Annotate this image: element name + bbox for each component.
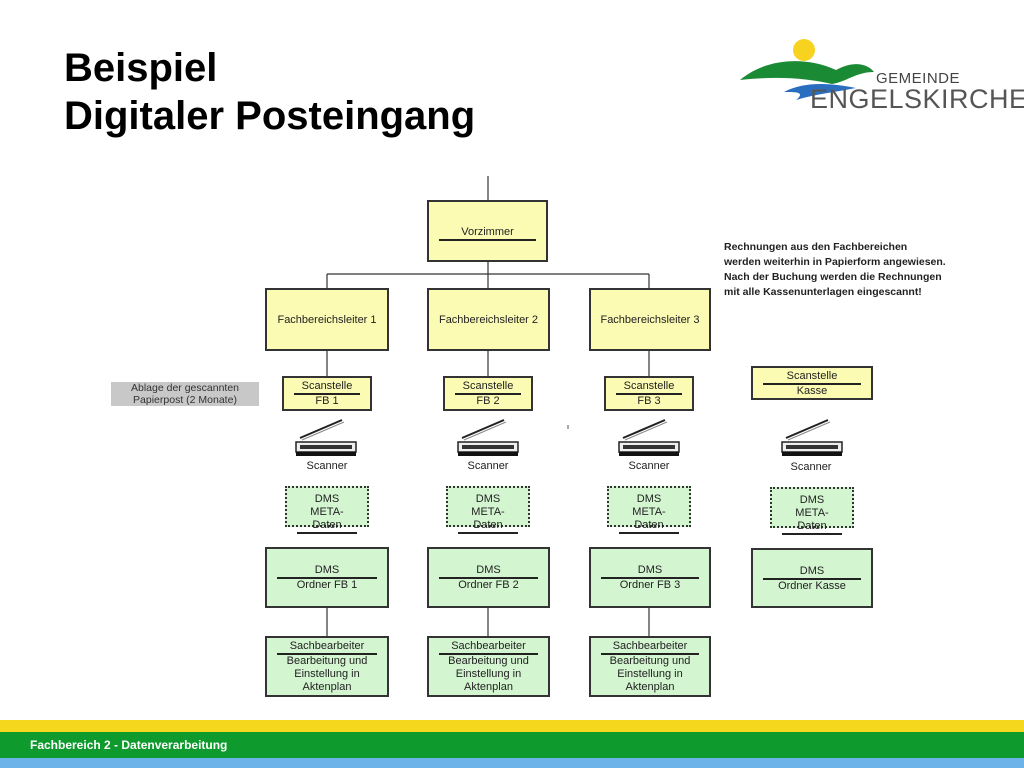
dms-ordner-kasse-box: DMS Ordner Kasse [751, 548, 873, 608]
sachbearbeiter-2-line4: Aktenplan [464, 681, 513, 693]
sachbearbeiter-2-line1: Sachbearbeiter [439, 640, 538, 655]
scanstelle-fb1-line1: Scanstelle [294, 380, 360, 395]
scanner-icon [295, 419, 357, 456]
gemeinde-logo [740, 39, 874, 100]
scanner-icon [781, 419, 843, 456]
connector-lines [326, 176, 650, 636]
sachbearbeiter-3-line4: Aktenplan [625, 681, 675, 693]
footer-blue-band [0, 758, 1024, 768]
scanstelle-fb1-box: Scanstelle FB 1 [282, 376, 372, 411]
fachbereichsleiter-3-box: Fachbereichsleiter 3 [589, 288, 711, 351]
footer-text: Fachbereich 2 - Datenverarbeitung [30, 738, 228, 752]
dms-ordner-2-line2: Ordner FB 2 [458, 579, 519, 591]
scanner-label-3: Scanner [628, 460, 670, 472]
fachbereichsleiter-1-label: Fachbereichsleiter 1 [277, 314, 377, 326]
dms-ordner-kasse-line1: DMS [763, 565, 861, 580]
footer-yellow-band [0, 720, 1024, 732]
dms-ordner-2-line1: DMS [439, 564, 538, 579]
sachbearbeiter-2-line3: Einstellung in [455, 668, 522, 680]
sachbearbeiter-3-line1: Sachbearbeiter [601, 640, 699, 655]
sachbearbeiter-1-line1: Sachbearbeiter [277, 640, 377, 655]
sachbearbeiter-3-line2: Bearbeitung und [609, 655, 691, 667]
dms-meta-2-line2: META-Daten [458, 506, 518, 534]
scanstelle-kasse-line1: Scanstelle [763, 370, 861, 385]
dms-meta-kasse-box: DMS META-Daten [770, 487, 854, 535]
dms-ordner-3-box: DMS Ordner FB 3 [589, 547, 711, 608]
scanstelle-fb3-line1: Scanstelle [616, 380, 682, 395]
scanner-label-2: Scanner [467, 460, 509, 472]
logo-text-engelskirchen: ENGELSKIRCHEN [810, 84, 1024, 114]
scanner-icon [618, 419, 680, 456]
dms-meta-2-box: DMS META-Daten [446, 486, 530, 534]
fachbereichsleiter-1-box: Fachbereichsleiter 1 [265, 288, 389, 351]
sachbearbeiter-1-line3: Einstellung in [294, 668, 360, 680]
scanner-label-kasse: Scanner [790, 461, 832, 473]
scanstelle-fb3-line2: FB 3 [637, 395, 661, 407]
fachbereichsleiter-2-label: Fachbereichsleiter 2 [438, 314, 539, 326]
dms-ordner-3-line1: DMS [601, 564, 699, 579]
sachbearbeiter-3-box: Sachbearbeiter Bearbeitung und Einstellu… [589, 636, 711, 697]
page-title: Beispiel Digitaler Posteingang [64, 44, 475, 140]
dms-meta-1-box: DMS META-Daten [285, 486, 369, 534]
dms-meta-3-line2: META-Daten [619, 506, 679, 534]
title-line-2: Digitaler Posteingang [64, 94, 476, 138]
scanstelle-kasse-line2: Kasse [796, 385, 828, 397]
title-line-1: Beispiel [64, 46, 218, 90]
dms-meta-2-line1: DMS [475, 493, 501, 505]
sachbearbeiter-1-line2: Bearbeitung und [286, 655, 368, 667]
scanstelle-fb1-line2: FB 1 [315, 395, 339, 407]
dms-meta-1-line1: DMS [314, 493, 340, 505]
sachbearbeiter-1-box: Sachbearbeiter Bearbeitung und Einstellu… [265, 636, 389, 697]
dms-ordner-1-line1: DMS [277, 564, 377, 579]
dms-ordner-1-line2: Ordner FB 1 [296, 579, 358, 591]
scanstelle-fb2-line2: FB 2 [476, 395, 500, 407]
sachbearbeiter-2-box: Sachbearbeiter Bearbeitung und Einstellu… [427, 636, 550, 697]
dms-meta-3-box: DMS META-Daten [607, 486, 691, 534]
sachbearbeiter-3-line3: Einstellung in [617, 668, 683, 680]
scanstelle-fb2-line1: Scanstelle [455, 380, 521, 395]
logo-sun-icon [793, 39, 815, 61]
dms-ordner-3-line2: Ordner FB 3 [619, 579, 681, 591]
sachbearbeiter-2-line2: Bearbeitung und [448, 655, 529, 667]
sachbearbeiter-1-line4: Aktenplan [302, 681, 352, 693]
vorzimmer-box: Vorzimmer [427, 200, 548, 262]
ablage-label: Ablage der gescannten Papierpost (2 Mona… [111, 382, 259, 406]
dms-meta-kasse-line1: DMS [799, 494, 825, 506]
invoice-note: Rechnungen aus den Fachbereichen werden … [724, 241, 946, 298]
dms-ordner-2-box: DMS Ordner FB 2 [427, 547, 550, 608]
dms-meta-kasse-line2: META-Daten [782, 507, 842, 535]
dms-meta-3-line1: DMS [636, 493, 662, 505]
dms-meta-1-line2: META-Daten [297, 506, 357, 534]
scanner-icon [457, 419, 519, 456]
footer-green-band [0, 732, 1024, 758]
fachbereichsleiter-2-box: Fachbereichsleiter 2 [427, 288, 550, 351]
dms-ordner-kasse-line2: Ordner Kasse [778, 580, 846, 592]
vorzimmer-label: Vorzimmer [439, 226, 536, 241]
dms-ordner-1-box: DMS Ordner FB 1 [265, 547, 389, 608]
scanstelle-fb2-box: Scanstelle FB 2 [443, 376, 533, 411]
scanstelle-fb3-box: Scanstelle FB 3 [604, 376, 694, 411]
scanner-label-1: Scanner [306, 460, 348, 472]
scanstelle-kasse-box: Scanstelle Kasse [751, 366, 873, 400]
fachbereichsleiter-3-label: Fachbereichsleiter 3 [600, 314, 700, 326]
logo-text-gemeinde: GEMEINDE [876, 70, 961, 87]
logo-hills-icon [740, 61, 874, 84]
